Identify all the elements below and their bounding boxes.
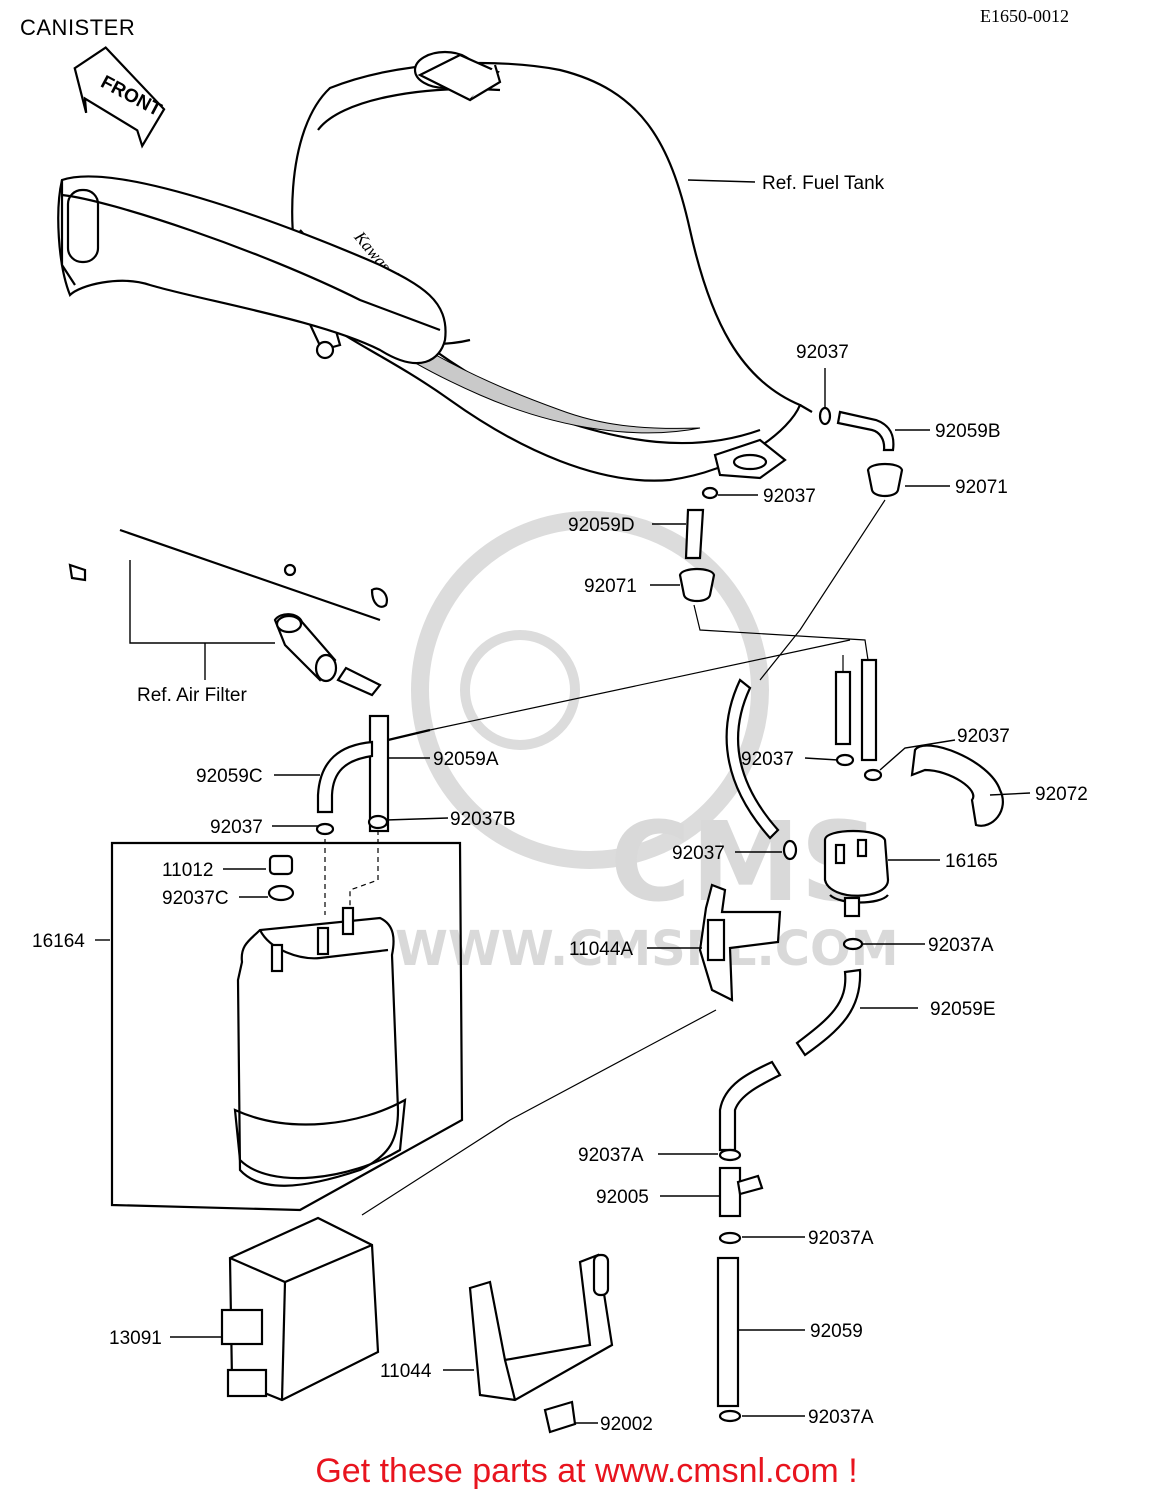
part-label-92072: 92072	[1035, 784, 1088, 805]
bracket-11044	[468, 1253, 614, 1434]
ref-air-filter-label: Ref. Air Filter	[137, 685, 247, 706]
part-label-92059D: 92059D	[568, 515, 635, 536]
part-label-11044A: 11044A	[569, 939, 633, 960]
part-label-92037: 92037	[957, 726, 1010, 747]
hoses	[316, 410, 904, 1408]
part-label-92037: 92037	[741, 749, 794, 770]
part-label-16165: 16165	[945, 851, 998, 872]
part-labels: Ref. Fuel Tank 92037 92059B 92037 92071 …	[32, 173, 1088, 1435]
part-label-92037: 92037	[672, 843, 725, 864]
part-label-13091: 13091	[109, 1328, 162, 1349]
part-label-92059: 92059	[810, 1321, 863, 1342]
footer-link[interactable]: Get these parts at www.cmsnl.com !	[315, 1452, 858, 1490]
ref-fuel-tank-label: Ref. Fuel Tank	[762, 173, 885, 194]
part-label-92037: 92037	[796, 342, 849, 363]
part-label-92071: 92071	[955, 477, 1008, 498]
air-filter	[57, 175, 447, 683]
part-label-11012: 11012	[162, 860, 213, 881]
part-label-92037A: 92037A	[578, 1145, 644, 1166]
part-label-92059C: 92059C	[196, 766, 263, 787]
clamps	[315, 406, 883, 1423]
part-label-92037B: 92037B	[450, 809, 516, 830]
part-label-92037A: 92037A	[808, 1228, 874, 1249]
watermark-url: WWW.CMSNL.COM	[395, 921, 899, 977]
part-label-11044: 11044	[380, 1361, 432, 1382]
part-label-92037A: 92037A	[928, 935, 994, 956]
part-label-92059A: 92059A	[433, 749, 499, 770]
part-label-92037A: 92037A	[808, 1407, 874, 1428]
part-label-92059E: 92059E	[930, 999, 996, 1020]
routing-lines	[361, 499, 886, 1216]
part-label-92002: 92002	[600, 1414, 653, 1435]
bracket-11044A	[698, 883, 782, 1002]
fuel-filter-16165	[823, 744, 1004, 918]
part-label-16164: 16164	[32, 931, 85, 952]
front-direction-sign: FRONT	[73, 46, 166, 149]
part-label-92037C: 92037C	[162, 888, 229, 909]
diagram-code: E1650-0012	[980, 6, 1069, 26]
page-title: CANISTER	[20, 15, 136, 40]
leader-lines	[95, 179, 1031, 1424]
part-label-92005: 92005	[596, 1187, 649, 1208]
housing-13091	[220, 1216, 380, 1402]
part-label-92071: 92071	[584, 576, 637, 597]
canister-16164	[110, 830, 464, 1212]
part-label-92037: 92037	[210, 817, 263, 838]
part-label-92059B: 92059B	[935, 421, 1001, 442]
part-label-92037: 92037	[763, 486, 816, 507]
